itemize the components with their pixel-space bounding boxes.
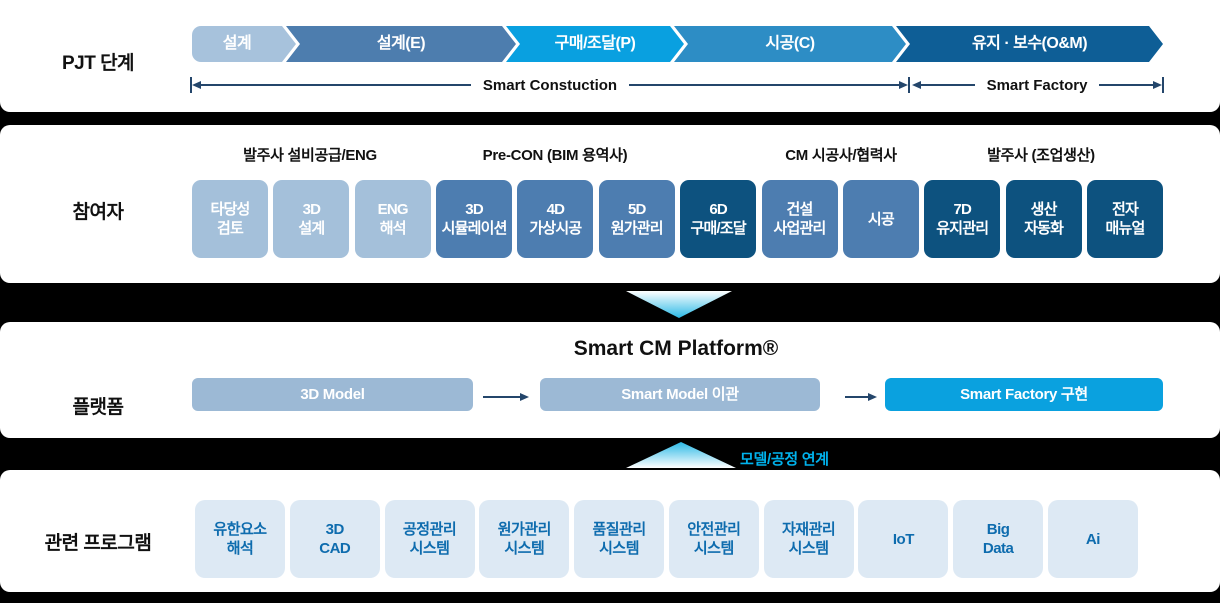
span-smart-construction: Smart Constuction [190,76,910,94]
flow-arrow-icon [483,393,529,401]
row-label-pjt: PJT 단계 [61,53,135,74]
span-label-smart-construction: Smart Constuction [482,76,618,94]
dimension-line [629,84,899,86]
dimension-tick [1162,77,1164,93]
span-label-smart-factory: Smart Factory [986,76,1088,94]
platform-box-3d-model: 3D Model [192,378,473,411]
row-label-programs: 관련 프로그램 [44,533,152,554]
platform-title: Smart CM Platform® [573,337,779,360]
dimension-tick [908,77,910,93]
platform-box-smart-model: Smart Model 이관 [540,378,820,411]
left-arrowhead-icon [192,81,201,89]
phase-arrow-design: 설계 [192,26,296,62]
section-participants: 참여자 발주사 설비공급/ENG Pre-CON (BIM 용역사) CM 시공… [0,125,1220,283]
model-process-link-label: 모델/공정 연계 [740,451,829,468]
flow-arrow-icon [845,393,877,401]
section-pjt-phases: PJT 단계 설계 설계(E) 구매/조달(P) 시공(C) 유지 · 보수(O… [0,0,1220,112]
group-label-pre-con: Pre-CON (BIM 용역사) [482,147,628,164]
platform-box-smart-factory: Smart Factory 구현 [885,378,1163,411]
phase-arrow-procurement: 구매/조달(P) [506,26,684,62]
phase-arrow-construction: 시공(C) [674,26,906,62]
dimension-line [921,84,975,86]
group-label-cm: CM 시공사/협력사 [785,147,897,164]
phase-arrow-design-e: 설계(E) [286,26,516,62]
down-triangle-icon [626,291,732,318]
dimension-line [1099,84,1153,86]
row-label-platform: 플랫폼 [72,397,124,418]
phase-arrow-om: 유지 · 보수(O&M) [896,26,1163,62]
right-arrowhead-icon [899,81,908,89]
section-platform: 플랫폼 Smart CM Platform® 3D Model Smart Mo… [0,322,1220,438]
dimension-line [201,84,471,86]
group-label-owner-prod: 발주사 (조업생산) [987,147,1095,164]
up-triangle-icon [626,442,736,468]
group-label-owner-eng: 발주사 설비공급/ENG [243,147,377,164]
right-arrowhead-icon [1153,81,1162,89]
row-label-participants: 참여자 [72,202,124,223]
program-box-iot: IoT [858,500,949,578]
participant-box-construction: 시공 [842,180,919,258]
dimension-tick [190,77,192,93]
span-smart-factory: Smart Factory [912,76,1164,94]
program-box-ai: Ai [1047,500,1138,578]
left-arrowhead-icon [912,81,921,89]
